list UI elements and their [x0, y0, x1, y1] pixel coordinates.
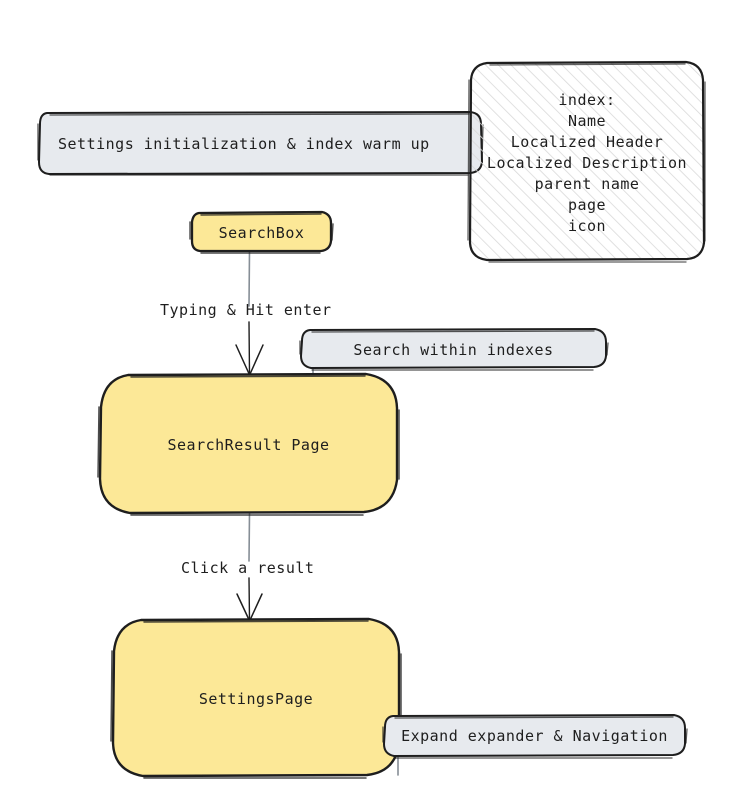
node-settingspage-shape[interactable] [110, 617, 402, 779]
node-searchresult-shape[interactable] [97, 372, 400, 516]
note-search-indexes-shape [299, 328, 609, 371]
note-settings-init [37, 111, 484, 176]
node-searchbox-shape[interactable] [189, 210, 334, 254]
index-schema-box [467, 60, 706, 263]
note-expand-nav-shape [382, 714, 688, 759]
